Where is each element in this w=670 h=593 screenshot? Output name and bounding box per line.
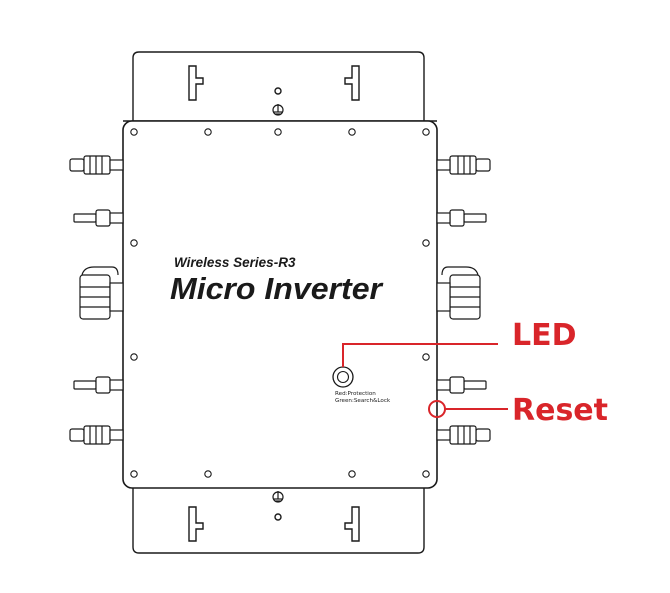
ac-connector <box>436 266 481 320</box>
connectors-left <box>69 155 124 445</box>
series-label: Wireless Series-R3 <box>174 255 296 270</box>
dc-connector <box>436 155 491 175</box>
led-callout-label: LED <box>512 318 577 353</box>
ground-symbol-top <box>272 104 284 116</box>
mounting-bracket-bottom <box>132 488 425 554</box>
reset-callout-label: Reset <box>512 393 608 428</box>
dc-connector <box>69 155 124 175</box>
dc-connector <box>73 209 124 227</box>
led-legend-protection: Red:Protection <box>335 391 376 397</box>
led-callout: LED <box>342 318 577 367</box>
dc-connector <box>436 376 487 394</box>
ac-connector <box>79 266 124 320</box>
product-title: Micro Inverter <box>170 271 384 306</box>
led-legend-search: Green:Search&Lock <box>335 398 391 404</box>
dc-connector <box>73 376 124 394</box>
led-icon <box>336 370 350 384</box>
dc-connector <box>436 209 487 227</box>
dc-connector <box>436 425 491 445</box>
dc-connector <box>69 425 124 445</box>
ground-symbol-bottom <box>272 491 284 503</box>
enclosure-screws <box>130 128 430 478</box>
led-indicator <box>332 366 354 388</box>
reset-callout: Reset <box>428 393 608 428</box>
connectors-right <box>436 155 491 445</box>
